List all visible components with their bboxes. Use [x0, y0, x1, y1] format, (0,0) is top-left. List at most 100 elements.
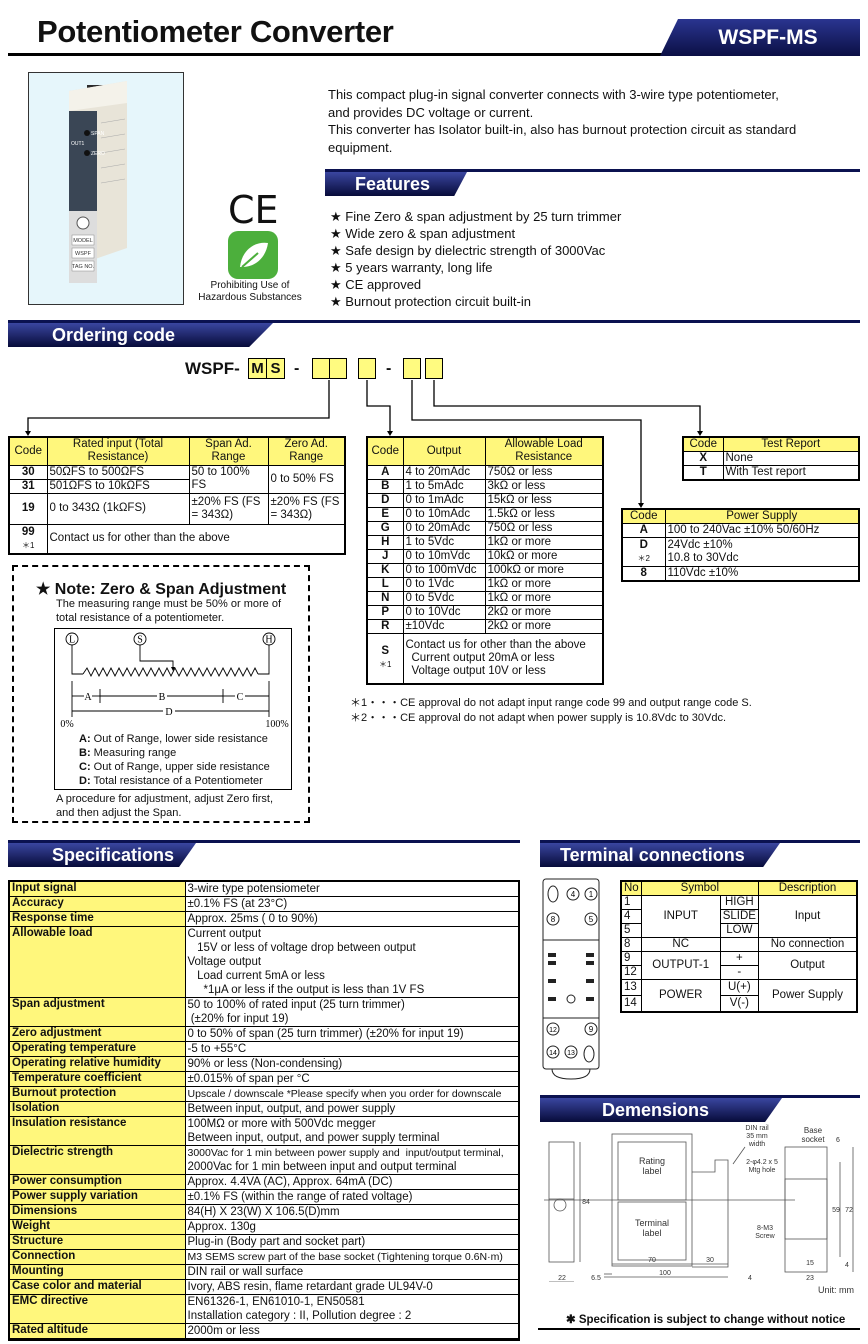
screw-label: Screw [755, 1233, 775, 1240]
segment-d-label: D [165, 707, 172, 718]
socket-diagram: 4 1 8 5 12 9 14 13 [542, 878, 600, 1080]
col-header: Power Supply [664, 508, 860, 524]
photo-tagno-label: TAG NO. [72, 264, 95, 270]
title-rule [8, 53, 860, 56]
model-badge: WSPF-MS [660, 19, 860, 56]
feature-item: ★ Burnout protection circuit built-in [330, 294, 531, 309]
spec-label: Structure [8, 1234, 186, 1250]
dimensions-header: Demensions [540, 1095, 860, 1122]
rating-label: Rating [639, 1156, 665, 1166]
dim-4-socket: 4 [845, 1262, 849, 1269]
terminal-header: Terminal connections [540, 840, 860, 867]
dim-23: 23 [806, 1275, 814, 1282]
spec-label: Dielectric strength [8, 1145, 186, 1175]
photo-out1-label: OUT1 [71, 141, 85, 147]
dim-4: 4 [748, 1275, 752, 1282]
table-cell: 10kΩ or more [484, 548, 604, 564]
spec-value-line: Between input, output, and power supply … [187, 1132, 440, 1144]
spec-label: EMC directive [8, 1294, 186, 1324]
feature-item: ★ Wide zero & span adjustment [330, 226, 516, 241]
table-cell: 0 to 10Vdc [402, 604, 486, 620]
col-header: Code [366, 436, 404, 466]
spec-value: ±0.1% FS (within the range of rated volt… [184, 1189, 520, 1205]
spec-value-line: 50 to 100% of rated input (25 turn trimm… [187, 999, 405, 1011]
table-cell: 0 to 1Vdc [402, 576, 486, 592]
product-photo: SPAN ZERO OUT1 MODEL WSPF TAG NO. [28, 72, 184, 305]
dim-6: 6 [836, 1137, 840, 1144]
features-list: ★ Fine Zero & span adjustment by 25 turn… [330, 208, 621, 310]
table-cell: G [366, 520, 404, 536]
legend-item: D: Total resistance of a Potentiometer [79, 775, 263, 787]
terminal-l-label: L [69, 635, 75, 646]
code-dash: - [294, 360, 300, 377]
socket-terminal-12: 12 [549, 1027, 557, 1034]
col-header: Zero Ad. Range [267, 436, 346, 466]
table-cell: N [366, 590, 404, 606]
spec-value: 2000m or less [184, 1323, 520, 1340]
socket-terminal-1: 1 [589, 890, 594, 899]
screw-label: 8-M3 [757, 1225, 773, 1232]
table-cell: H [366, 534, 404, 550]
spec-value: 0 to 50% of span (25 turn trimmer) (±20%… [184, 1026, 520, 1042]
table-cell: 0 to 5Vdc [402, 590, 486, 606]
spec-value-line: 2000m or less [187, 1325, 260, 1337]
spec-value: M3 SEMS screw part of the base socket (T… [184, 1249, 520, 1265]
table-cell: 750Ω or less [484, 464, 604, 480]
table-cell: 2kΩ or more [484, 618, 604, 634]
col-header: No [620, 880, 642, 896]
spec-value-line: Installation category : II, Pollution de… [187, 1310, 412, 1322]
spec-value: Approx. 130g [184, 1219, 520, 1235]
terminal-title: Terminal connections [540, 843, 780, 867]
spec-value-line: 0 to 50% of span (25 turn trimmer) (±20%… [187, 1028, 464, 1040]
table-cell: K [366, 562, 404, 578]
legend-item: C: Out of Range, upper side resistance [79, 761, 270, 773]
base-socket-label: Base [804, 1126, 823, 1135]
spec-label: Burnout protection [8, 1086, 186, 1102]
feature-item: ★ Fine Zero & span adjustment by 25 turn… [330, 209, 622, 224]
table-cell: 2kΩ or more [484, 604, 604, 620]
table-cell: 0 to 100mVdc [402, 562, 486, 578]
terminal-s-label: S [137, 635, 143, 646]
mtg-hole-label: 2-φ4.2 x 5 [746, 1159, 778, 1166]
rohs-icon [228, 231, 278, 279]
table-cell: A [366, 464, 404, 480]
spec-label: Zero adjustment [8, 1026, 186, 1042]
spec-label: Connection [8, 1249, 186, 1265]
description-line: This converter has Isolator built-in, al… [328, 122, 797, 137]
page-title: Potentiometer Converter [37, 14, 394, 49]
spec-label: Weight [8, 1219, 186, 1235]
spec-value-line: Approx. 4.4VA (AC), Approx. 64mA (DC) [187, 1176, 393, 1188]
spec-value: Approx. 4.4VA (AC), Approx. 64mA (DC) [184, 1174, 520, 1190]
spec-value-line: Plug-in (Body part and socket part) [187, 1236, 366, 1248]
spec-label: Allowable load [8, 926, 186, 998]
dim-72: 72 [845, 1207, 853, 1214]
spec-row: Operating temperature-5 to +55°C [8, 1041, 520, 1057]
spec-value: -5 to +55°C [184, 1041, 520, 1057]
table-cell: B [366, 478, 404, 494]
spec-value-line: -5 to +55°C [187, 1043, 247, 1055]
description-line: and provides DC voltage or current. [328, 104, 534, 120]
col-header: Allowable Load Resistance [484, 436, 604, 466]
table-cell: 1 to 5mAdc [402, 478, 486, 494]
ce-mark: CE [228, 188, 279, 232]
scale-0-label: 0% [60, 719, 73, 730]
